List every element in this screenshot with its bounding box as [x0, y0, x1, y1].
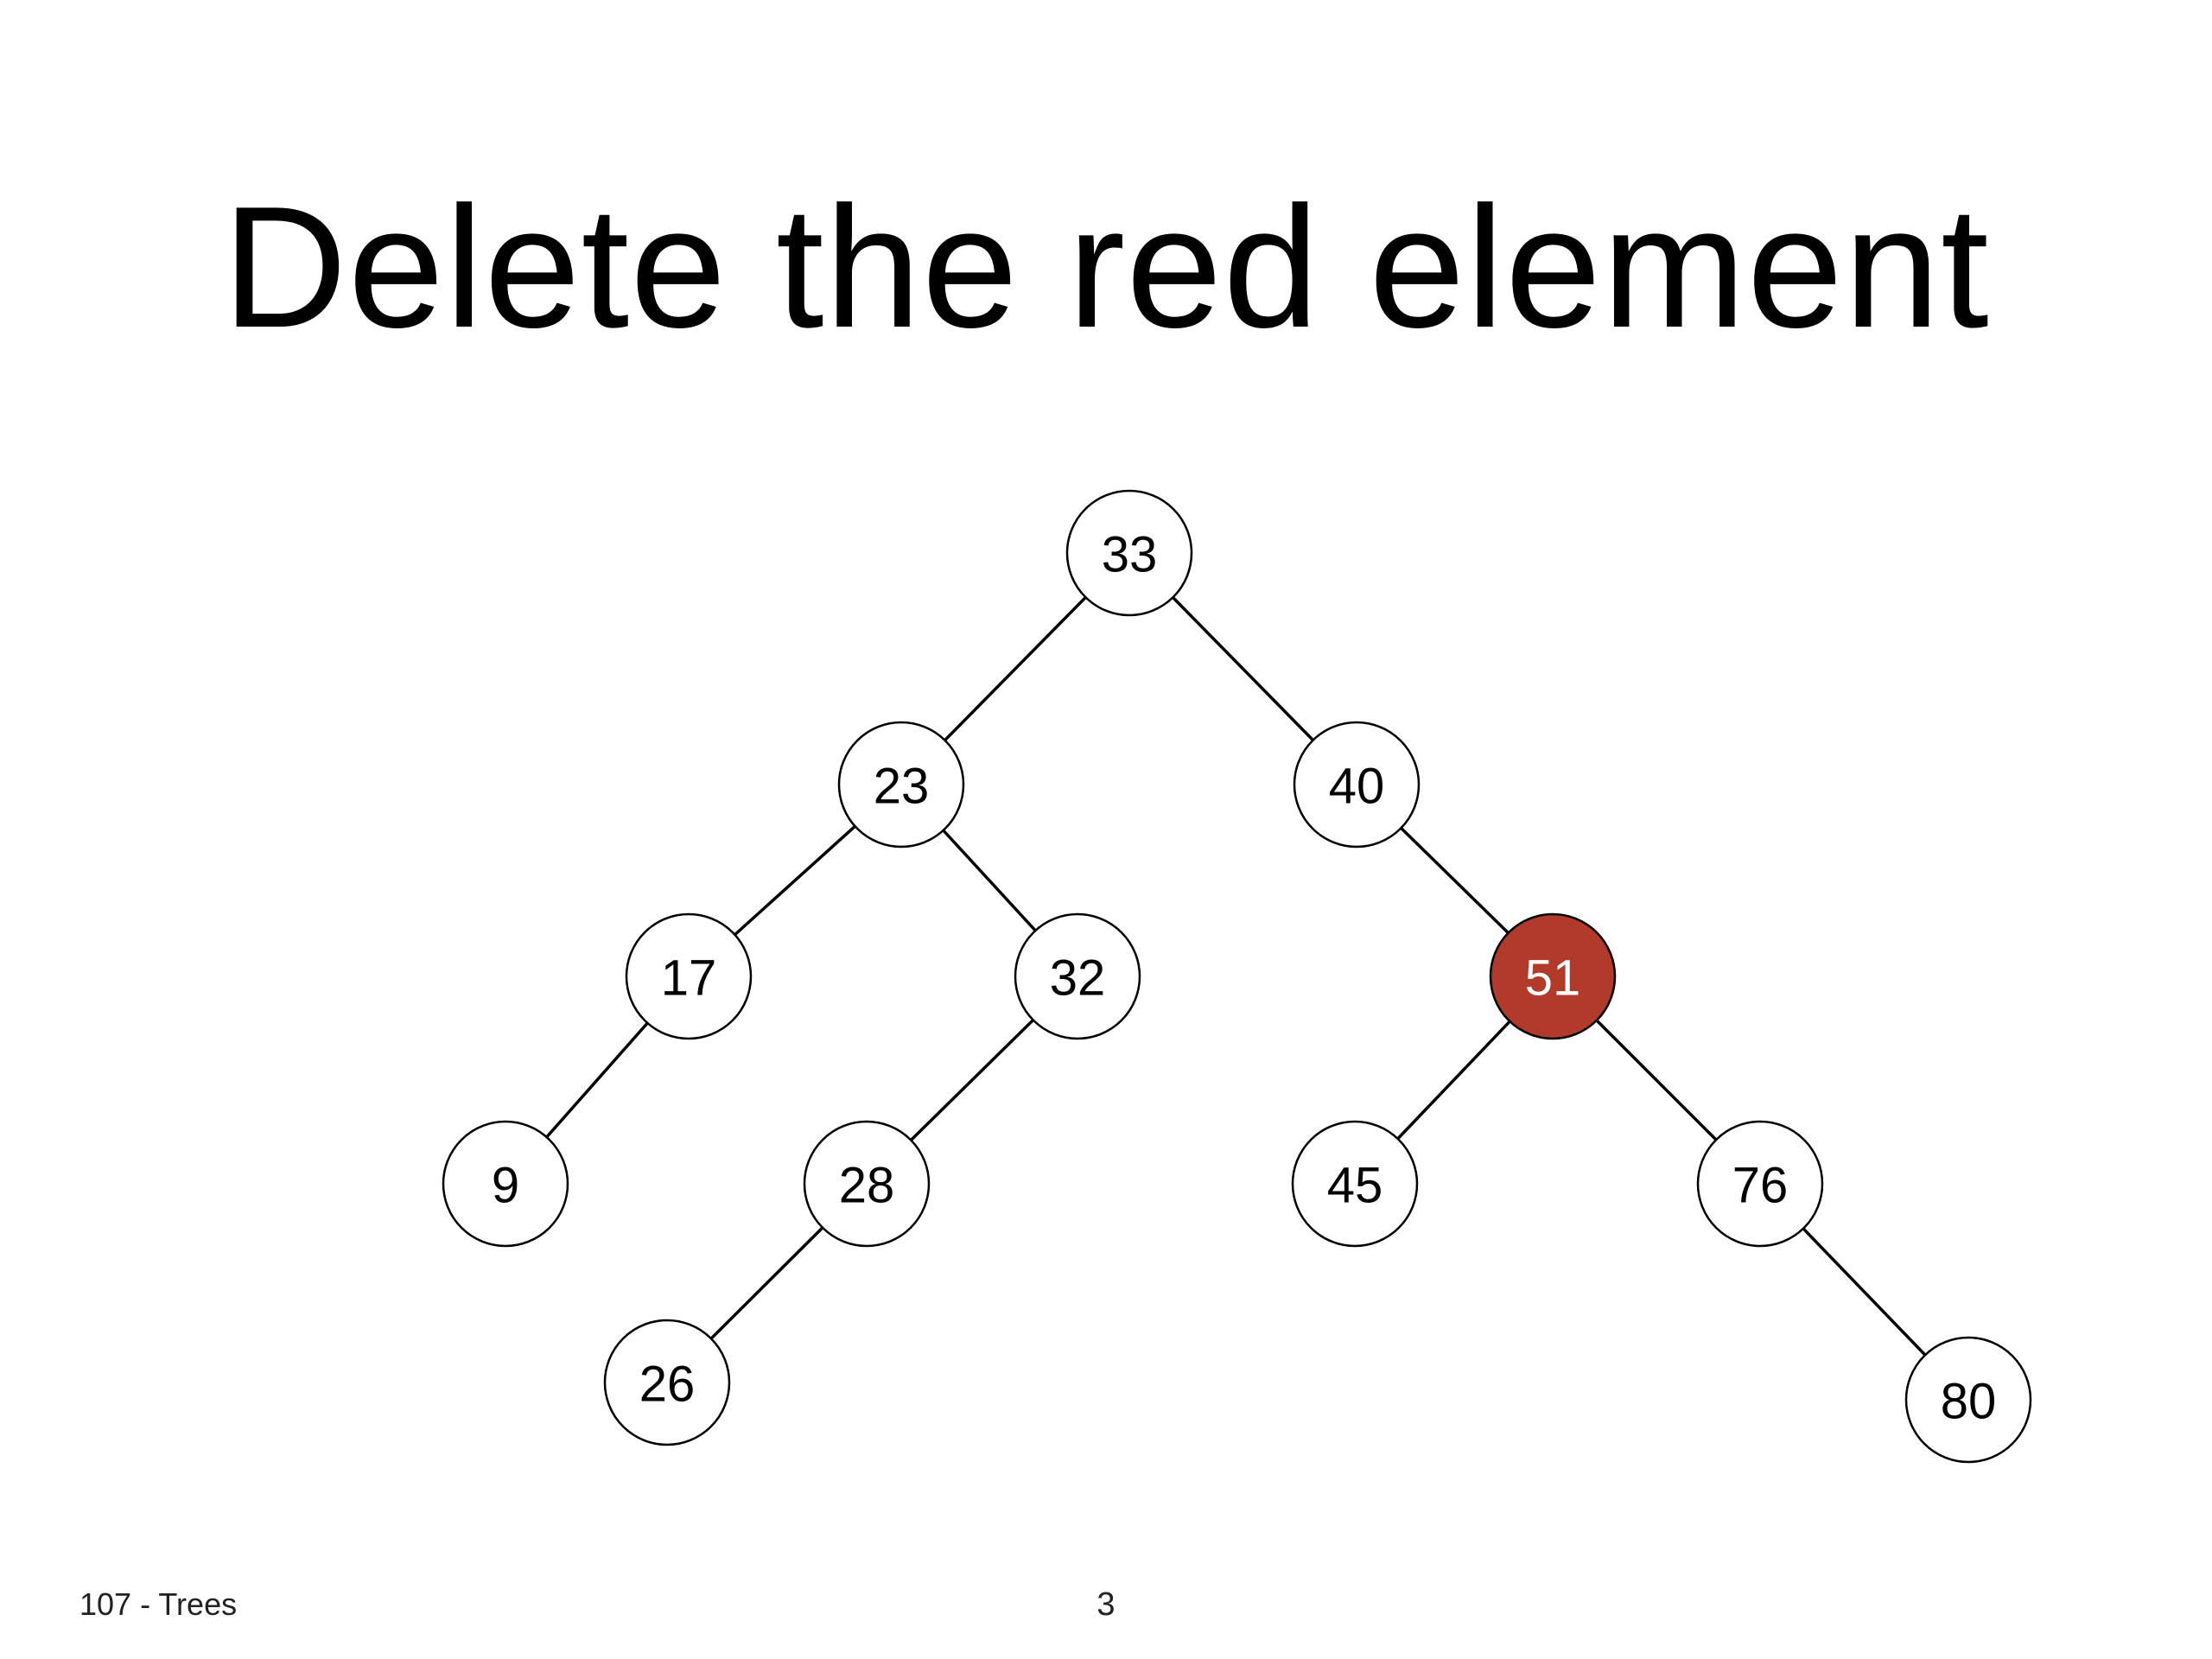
tree-node-label: 32: [1050, 950, 1106, 1007]
tree-node-label: 28: [839, 1158, 895, 1214]
tree-node-label: 80: [1941, 1374, 1997, 1430]
tree-node-23: 23: [837, 721, 965, 849]
tree-node-label: 40: [1329, 759, 1385, 815]
tree-node-circle: [803, 1120, 931, 1248]
tree-node-label: 33: [1102, 527, 1158, 583]
tree-node-label: 17: [661, 950, 717, 1007]
tree-node-9: 9: [442, 1120, 569, 1248]
tree-node-33: 33: [1065, 489, 1193, 617]
tree-node-28: 28: [803, 1120, 931, 1248]
tree-node-label: 76: [1732, 1158, 1789, 1214]
tree-node-circle: [1014, 912, 1141, 1040]
tree-node-circle: [1489, 912, 1617, 1040]
tree-node-circle: [1696, 1120, 1824, 1248]
tree-node-17: 17: [625, 912, 753, 1040]
tree-node-circle: [603, 1319, 731, 1446]
tree-node-circle: [1065, 489, 1193, 617]
tree-node-26: 26: [603, 1319, 731, 1446]
tree-node-circle: [442, 1120, 569, 1248]
footer-course-label: 107 - Trees: [79, 1586, 238, 1622]
tree-node-32: 32: [1014, 912, 1141, 1040]
tree-node-45: 45: [1291, 1120, 1419, 1248]
tree-node-circle: [1291, 1120, 1419, 1248]
tree-nodes: 33 23 40 17 32 51 9 28 45 76 26 80: [442, 489, 2032, 1464]
tree-node-label: 45: [1327, 1158, 1383, 1214]
tree-node-circle: [837, 721, 965, 849]
tree-node-circle: [1904, 1336, 2032, 1464]
tree-node-76: 76: [1696, 1120, 1824, 1248]
tree-node-label: 26: [639, 1357, 696, 1413]
tree-node-label: 23: [874, 759, 930, 815]
tree-node-40: 40: [1293, 721, 1421, 849]
slide-title: Delete the red element: [222, 171, 1990, 364]
tree-node-circle: [1293, 721, 1421, 849]
tree-node-circle: [625, 912, 753, 1040]
tree-node-label: 9: [492, 1158, 519, 1214]
tree-node-80: 80: [1904, 1336, 2032, 1464]
page-number: 3: [1096, 1586, 1116, 1623]
tree-node-label: 51: [1525, 950, 1581, 1007]
tree-node-51-highlighted: 51: [1489, 912, 1617, 1040]
